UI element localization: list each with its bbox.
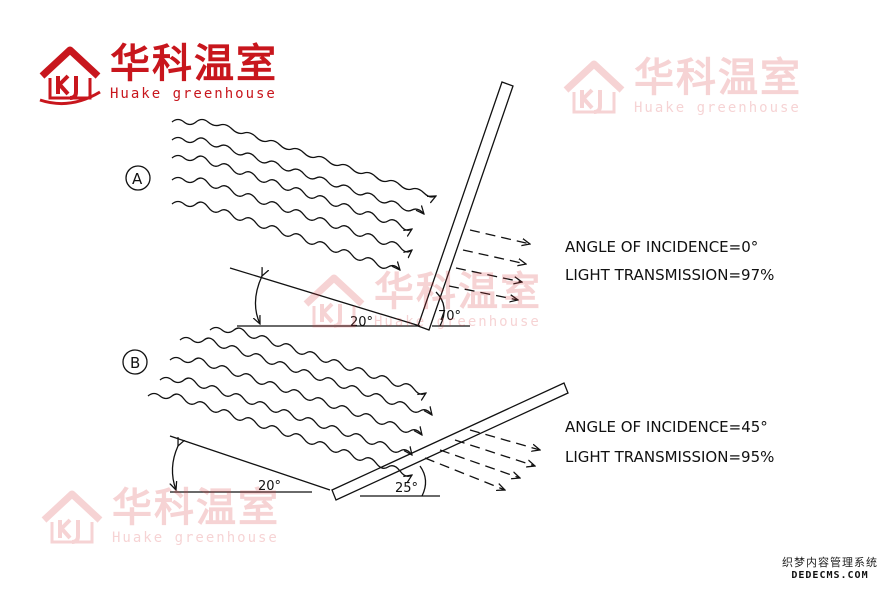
diagram-b-ray-direction-line <box>169 435 331 491</box>
diagram-a-ground-angle: 20° <box>350 315 373 330</box>
house-kj-logo-icon <box>303 274 365 328</box>
diagram-b-panel-angle: 25° <box>395 481 418 496</box>
corner-watermark: 织梦内容管理系统 DEDECMS.COM <box>782 554 878 581</box>
diagram-b-caption-line1: ANGLE OF INCIDENCE=45° <box>565 418 768 436</box>
diagram-b-glazing-panel <box>331 382 569 501</box>
diagram-a-caption-line1: ANGLE OF INCIDENCE=0° <box>565 238 758 256</box>
diagram-a <box>125 81 530 331</box>
house-kj-logo-icon <box>39 46 101 106</box>
watermark-logo-top-right: 华科温室 Huake greenhouse <box>560 56 802 120</box>
diagram-b-label: B <box>130 354 140 372</box>
watermark-name-cn: 华科温室 <box>374 269 542 315</box>
diagram-b-ground-angle-arc <box>172 446 178 490</box>
watermark-name-cn: 华科温室 <box>634 55 802 101</box>
diagram-b-incoming-rays <box>147 326 432 477</box>
house-kj-logo-icon <box>563 60 625 114</box>
diagram-a-panel-angle: 70° <box>438 309 461 324</box>
watermark-name-en: Huake greenhouse <box>112 530 279 546</box>
diagram-a-label: A <box>132 170 143 188</box>
watermark-logo-center: 华科温室 Huake greenhouse <box>300 270 542 334</box>
diagram-b-ground-angle: 20° <box>258 479 281 494</box>
diagram-b-label-circle <box>122 349 148 375</box>
diagram-a-transmitted-rays <box>448 229 530 300</box>
diagram-a-incoming-rays <box>171 118 436 271</box>
watermark-name-en: Huake greenhouse <box>634 100 801 116</box>
diagram-a-glazing-panel <box>417 81 514 331</box>
watermark-name-cn: 华科温室 <box>112 485 280 531</box>
diagram-a-panel-angle-arc <box>435 291 445 327</box>
diagram-b-caption-line2: LIGHT TRANSMISSION=95% <box>565 448 774 466</box>
brand-name-cn: 华科温室 <box>110 41 278 87</box>
corner-watermark-en: DEDECMS.COM <box>791 570 869 581</box>
diagram-a-caption-line2: LIGHT TRANSMISSION=97% <box>565 266 774 284</box>
diagram-a-ground-angle-arc <box>255 276 262 324</box>
brand-name-en: Huake greenhouse <box>110 86 277 102</box>
corner-watermark-cn: 织梦内容管理系统 <box>782 556 878 569</box>
diagram-a-label-circle <box>125 165 151 191</box>
watermark-name-en: Huake greenhouse <box>374 314 541 330</box>
house-kj-logo-icon <box>41 490 103 544</box>
diagram-b <box>122 326 569 501</box>
diagram-b-transmitted-rays <box>424 429 540 490</box>
brand-logo: 华科温室 Huake greenhouse <box>36 42 278 106</box>
diagram-text: A B 20° 70° ANGLE OF INCIDENCE=0° LIGHT … <box>130 170 774 496</box>
diagram-b-panel-angle-arc <box>419 465 427 497</box>
watermark-logo-bottom-left: 华科温室 Huake greenhouse <box>38 486 280 550</box>
